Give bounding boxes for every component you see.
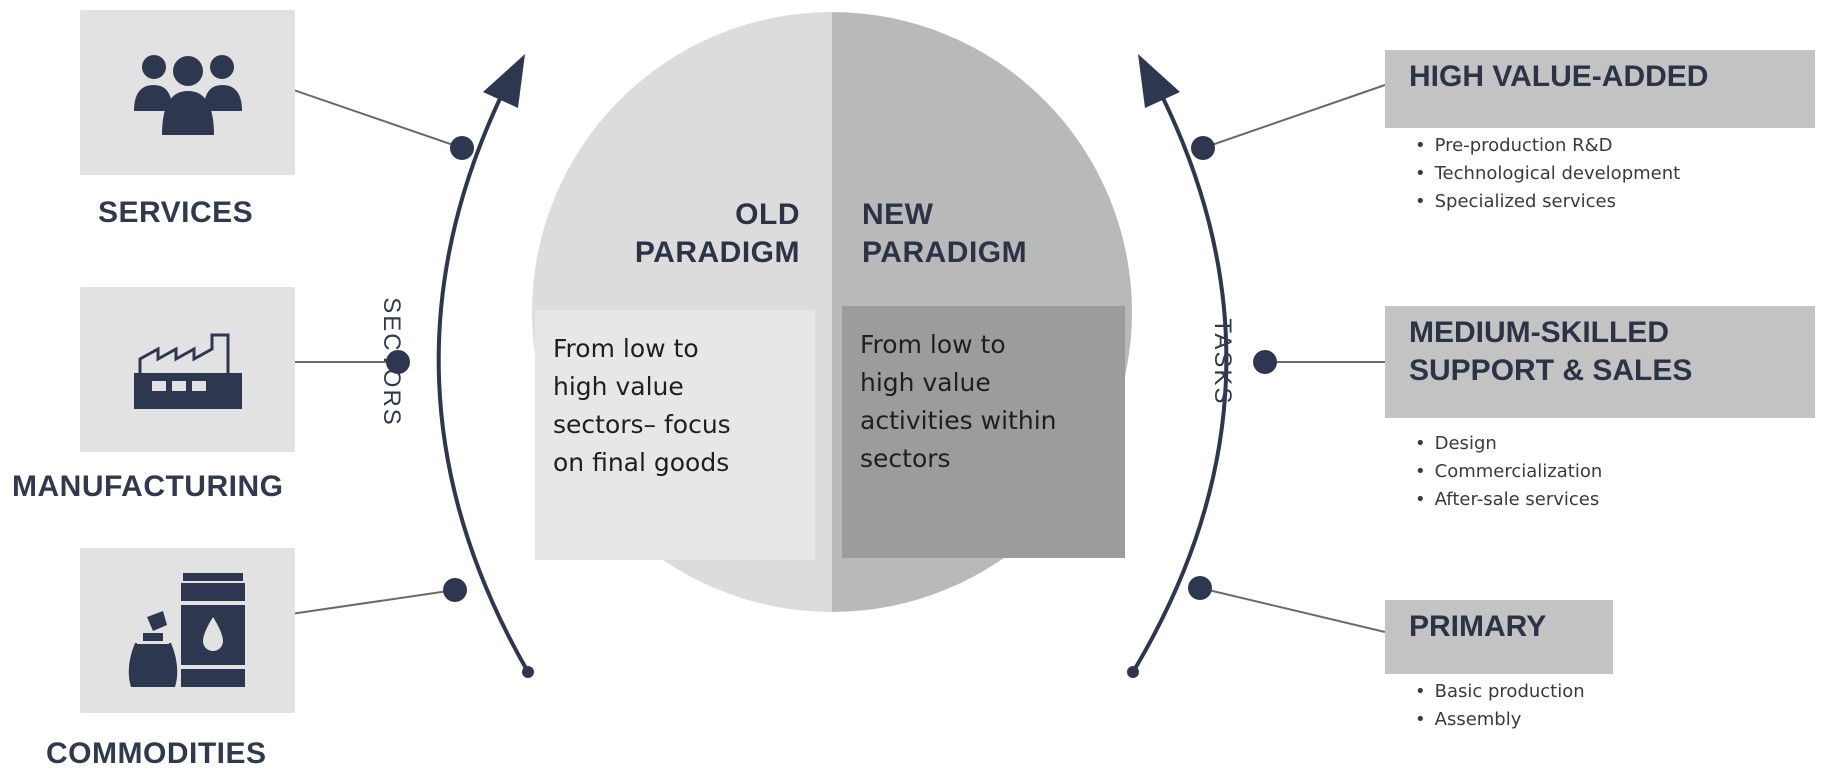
new-paradigm-desc-line: high value bbox=[860, 368, 991, 397]
factory-icon bbox=[133, 333, 242, 409]
tier-high-value-added-bullets: Pre-production R&D Technological develop… bbox=[1415, 132, 1681, 216]
tier-bullet: Commercialization bbox=[1415, 458, 1603, 486]
new-paradigm-desc-line: activities within bbox=[860, 406, 1057, 435]
sectors-dot-commodities bbox=[443, 578, 467, 602]
tier-title-line: SUPPORT & SALES bbox=[1409, 354, 1693, 387]
tasks-dot-high-value bbox=[1191, 136, 1215, 160]
manufacturing-box bbox=[80, 287, 295, 452]
tier-title-line: PRIMARY bbox=[1409, 610, 1547, 643]
tier-bullet: Basic production bbox=[1415, 678, 1585, 706]
tasks-arc-end-dot bbox=[1127, 666, 1139, 678]
tier-bullet: After-sale services bbox=[1415, 486, 1602, 514]
new-paradigm-title: NEW PARADIGM bbox=[862, 196, 1027, 272]
new-paradigm-desc-line: sectors bbox=[860, 444, 951, 473]
tier-medium-skilled-header: MEDIUM-SKILLED SUPPORT & SALES bbox=[1385, 306, 1815, 418]
sectors-axis-label: SECTORS bbox=[378, 297, 405, 427]
old-paradigm-title-line1: OLD bbox=[735, 198, 800, 231]
old-paradigm-desc-line: on final goods bbox=[553, 448, 730, 477]
tier-bullet: Pre-production R&D bbox=[1415, 132, 1680, 160]
manufacturing-label: MANUFACTURING bbox=[12, 470, 284, 503]
tasks-axis-label: TASKS bbox=[1209, 318, 1236, 406]
tier-title-line: MEDIUM-SKILLED bbox=[1409, 316, 1669, 349]
tier-primary-header: PRIMARY bbox=[1385, 600, 1613, 674]
old-paradigm-description: From low to high value sectors– focus on… bbox=[535, 310, 815, 560]
sectors-dot-manufacturing bbox=[386, 350, 410, 374]
sectors-arrowhead bbox=[483, 54, 525, 108]
tier-title-line: HIGH VALUE-ADDED bbox=[1409, 60, 1709, 93]
tier-medium-skilled-bullets: Design Commercialization After-sale serv… bbox=[1415, 430, 1603, 514]
old-paradigm-title-line2: PARADIGM bbox=[634, 236, 800, 269]
sectors-dot-services bbox=[450, 136, 474, 160]
old-paradigm-desc-line: From low to bbox=[553, 334, 699, 363]
tier-bullet: Assembly bbox=[1415, 706, 1585, 734]
sectors-arc-end-dot bbox=[522, 666, 534, 678]
tasks-dot-primary bbox=[1188, 576, 1212, 600]
tasks-arrowhead bbox=[1138, 54, 1180, 108]
oil-barrel-and-sack-icon bbox=[128, 572, 247, 687]
tier-bullet: Specialized services bbox=[1415, 188, 1680, 216]
tasks-arc bbox=[1131, 81, 1229, 674]
old-paradigm-desc-line: high value bbox=[553, 372, 684, 401]
commodities-label: COMMODITIES bbox=[46, 737, 267, 770]
commodities-box bbox=[80, 548, 295, 713]
connector-high-value bbox=[1202, 84, 1386, 149]
tier-primary-bullets: Basic production Assembly bbox=[1415, 678, 1585, 734]
new-paradigm-desc-line: From low to bbox=[860, 330, 1006, 359]
old-paradigm-title: OLD PARADIGM bbox=[635, 196, 800, 272]
connector-primary bbox=[1199, 587, 1386, 633]
new-paradigm-description: From low to high value activities within… bbox=[842, 306, 1125, 558]
tier-bullet: Technological development bbox=[1415, 160, 1681, 188]
tier-high-value-added-header: HIGH VALUE-ADDED bbox=[1385, 50, 1815, 128]
old-paradigm-desc-line: sectors– focus bbox=[553, 410, 731, 439]
services-label: SERVICES bbox=[98, 196, 254, 229]
sectors-arc bbox=[436, 81, 530, 673]
tasks-dot-medium-skilled bbox=[1253, 350, 1277, 374]
new-paradigm-title-line2: PARADIGM bbox=[862, 236, 1028, 269]
people-group-icon bbox=[133, 54, 242, 135]
tier-bullet: Design bbox=[1415, 430, 1602, 458]
services-box bbox=[80, 10, 295, 175]
new-paradigm-title-line1: NEW bbox=[862, 198, 934, 231]
